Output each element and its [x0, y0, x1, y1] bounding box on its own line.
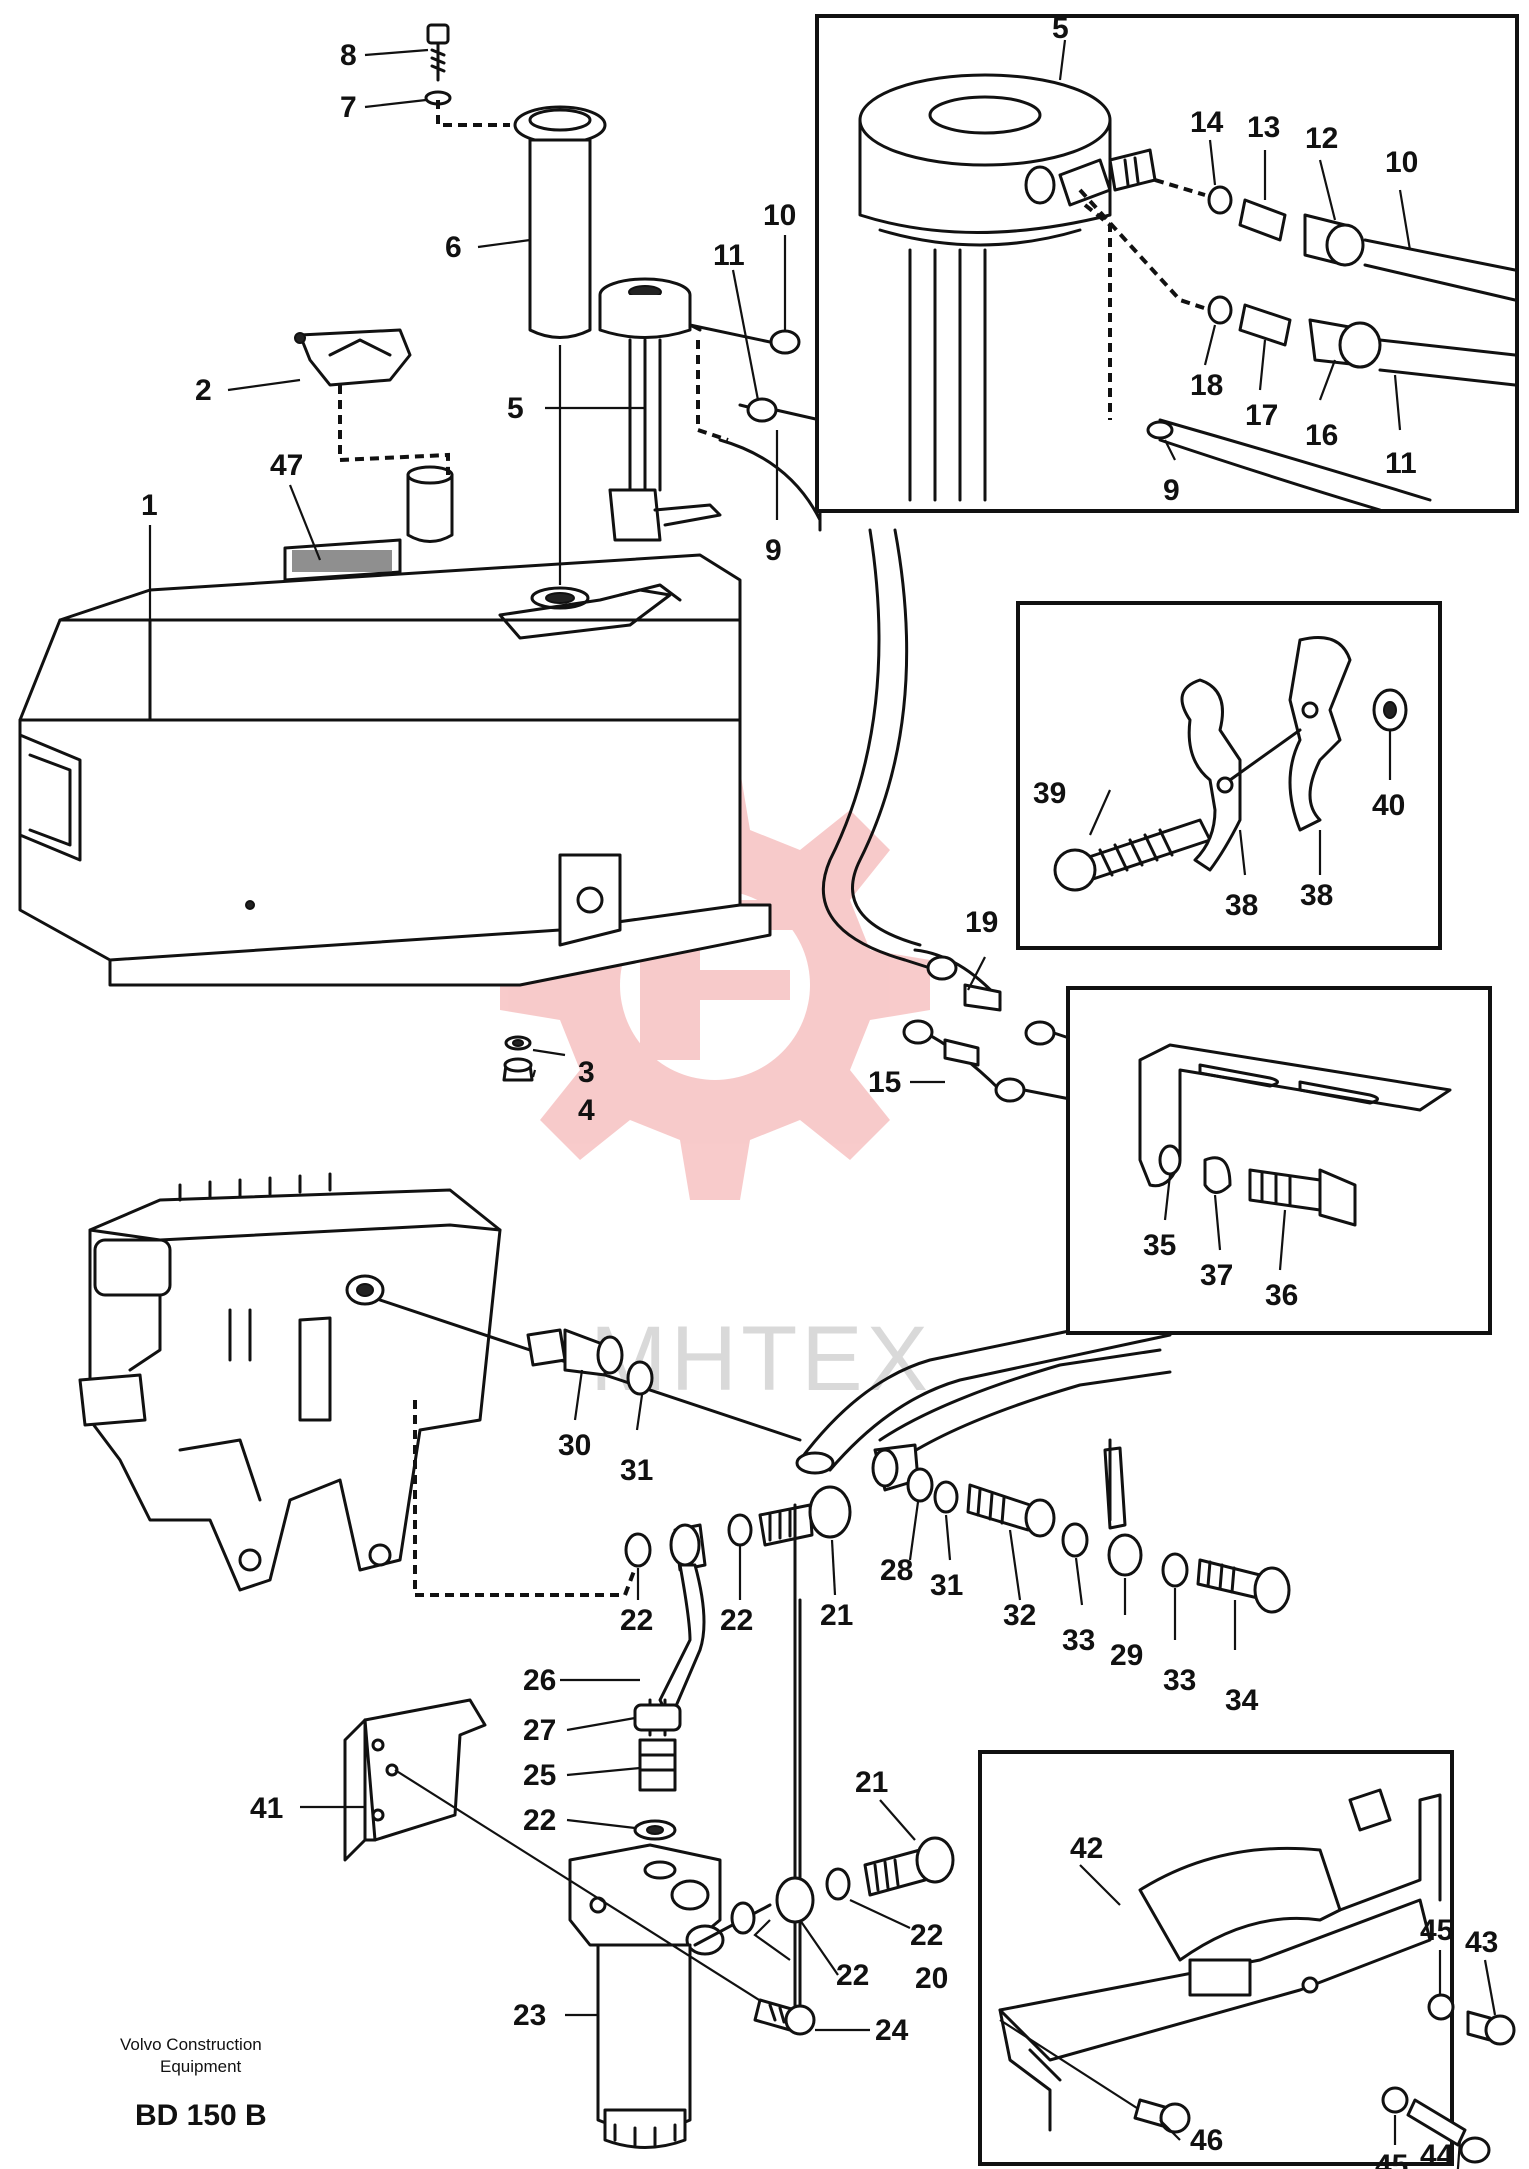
callout-22-c: 22 — [523, 1804, 556, 1837]
callout-42: 42 — [1070, 1832, 1103, 1865]
callout-12: 12 — [1305, 122, 1338, 155]
callout-20: 20 — [915, 1962, 948, 1995]
inset-support-detail — [978, 1750, 1516, 2166]
callout-45-a: 45 — [1420, 1914, 1453, 1947]
callout-10: 10 — [763, 199, 796, 232]
assembly-line-cap — [338, 385, 450, 475]
callout-28: 28 — [880, 1554, 913, 1587]
callout-19: 19 — [965, 906, 998, 939]
callout-46: 46 — [1190, 2124, 1223, 2157]
callouts-inset-clamp: 39 40 38 38 — [1033, 777, 1405, 922]
fuel-tank — [18, 465, 772, 987]
callout-38-a: 38 — [1225, 889, 1258, 922]
callout-22-e: 22 — [836, 1959, 869, 1992]
inset-bracket-detail — [1066, 986, 1492, 1335]
callout-7: 7 — [340, 91, 357, 124]
callout-44: 44 — [1420, 2139, 1454, 2169]
assembly-line-screw — [436, 100, 510, 127]
fuel-filter — [568, 1843, 725, 2149]
drawing-code: BD 150 B — [135, 2099, 267, 2132]
injection-pump — [78, 1172, 802, 1592]
callout-4: 4 — [578, 1094, 595, 1127]
callout-1: 1 — [141, 489, 158, 522]
callout-2: 2 — [195, 374, 212, 407]
callout-16: 16 — [1305, 419, 1338, 452]
level-sender-tube — [513, 105, 607, 585]
filter-inlet — [633, 1698, 682, 1841]
callout-43: 43 — [1465, 1926, 1498, 1959]
callout-30: 30 — [558, 1429, 591, 1462]
callout-11: 11 — [713, 239, 745, 272]
callout-39: 39 — [1033, 777, 1066, 810]
callout-15: 15 — [868, 1066, 901, 1099]
banjo-bolt-lower — [693, 1836, 955, 1947]
leader-lines — [148, 39, 1497, 2169]
filler-cap — [294, 328, 412, 387]
fuel-pipes — [818, 508, 1077, 1103]
callout-26: 26 — [523, 1664, 556, 1697]
drain-plug — [502, 1035, 534, 1082]
callout-33-a: 33 — [1062, 1624, 1095, 1657]
callout-22-a: 22 — [620, 1604, 653, 1637]
callout-inset-10: 10 — [1385, 146, 1418, 179]
callout-47: 47 — [270, 449, 303, 482]
callout-29: 29 — [1110, 1639, 1143, 1672]
filter-bracket — [343, 1698, 776, 2011]
callout-37: 37 — [1200, 1259, 1233, 1292]
callout-21-b: 21 — [855, 1766, 888, 1799]
callout-25: 25 — [523, 1759, 556, 1792]
callout-inset-11: 11 — [1385, 447, 1417, 480]
callout-6: 6 — [445, 231, 462, 264]
callout-36: 36 — [1265, 1279, 1298, 1312]
screw-and-washer — [424, 23, 452, 106]
inset-clamp-detail — [1016, 601, 1442, 950]
callout-23: 23 — [513, 1999, 546, 2032]
callout-18: 18 — [1190, 369, 1223, 402]
callout-22-b: 22 — [720, 1604, 753, 1637]
callouts-inset-support: 42 45 43 46 45 44 — [1070, 1832, 1498, 2169]
brand-line-2: Equipment — [160, 2057, 242, 2076]
callout-32: 32 — [1003, 1599, 1036, 1632]
callout-8: 8 — [340, 39, 357, 72]
callout-21-a: 21 — [820, 1599, 853, 1632]
callout-38-b: 38 — [1300, 879, 1333, 912]
filter-bolt-24 — [753, 1998, 816, 2036]
brand-line-1: Volvo Construction — [120, 2035, 262, 2054]
callout-40: 40 — [1372, 789, 1405, 822]
callout-45-b: 45 — [1375, 2149, 1408, 2169]
callout-33-b: 33 — [1163, 1664, 1196, 1697]
assembly-line-pipe — [696, 340, 729, 442]
callout-24: 24 — [875, 2014, 909, 2047]
inset-sender-detail — [815, 14, 1519, 513]
callout-inset-5: 5 — [1052, 12, 1069, 45]
inset-sender-dashed-3 — [1154, 178, 1206, 197]
callout-35: 35 — [1143, 1229, 1176, 1262]
pump-fitting-30 — [526, 1328, 654, 1396]
callout-14: 14 — [1190, 106, 1224, 139]
callout-17: 17 — [1245, 399, 1278, 432]
callout-41: 41 — [250, 1792, 283, 1825]
callout-13: 13 — [1247, 111, 1280, 144]
return-connection — [906, 1438, 1291, 1614]
banjo-bolt-upper — [624, 1485, 852, 2012]
footer: Volvo Construction Equipment BD 150 B — [120, 2035, 267, 2132]
return-pipes — [795, 1308, 1172, 1492]
callouts-inset-bracket: 35 37 36 — [1143, 1229, 1298, 1312]
callouts-inset-sender: 5 14 13 12 10 18 17 16 11 9 — [1052, 12, 1418, 507]
callout-34: 34 — [1225, 1684, 1259, 1717]
callout-31-a: 31 — [620, 1454, 653, 1487]
callout-inset-9: 9 — [1163, 474, 1180, 507]
callout-27: 27 — [523, 1714, 556, 1747]
pipe-fittings-10-11 — [688, 323, 822, 522]
suction-pipe — [598, 277, 722, 542]
callout-3: 3 — [578, 1056, 595, 1089]
callouts-main: 8 7 6 2 5 47 1 10 11 9 3 4 19 15 30 31 2… — [141, 39, 1259, 2047]
callout-22-d: 22 — [910, 1919, 943, 1952]
callout-9: 9 — [765, 534, 782, 567]
assembly-line-pump — [413, 1400, 642, 1597]
callout-5: 5 — [507, 392, 524, 425]
inset-sender-dashed-2 — [1078, 188, 1211, 312]
callout-31-b: 31 — [930, 1569, 963, 1602]
